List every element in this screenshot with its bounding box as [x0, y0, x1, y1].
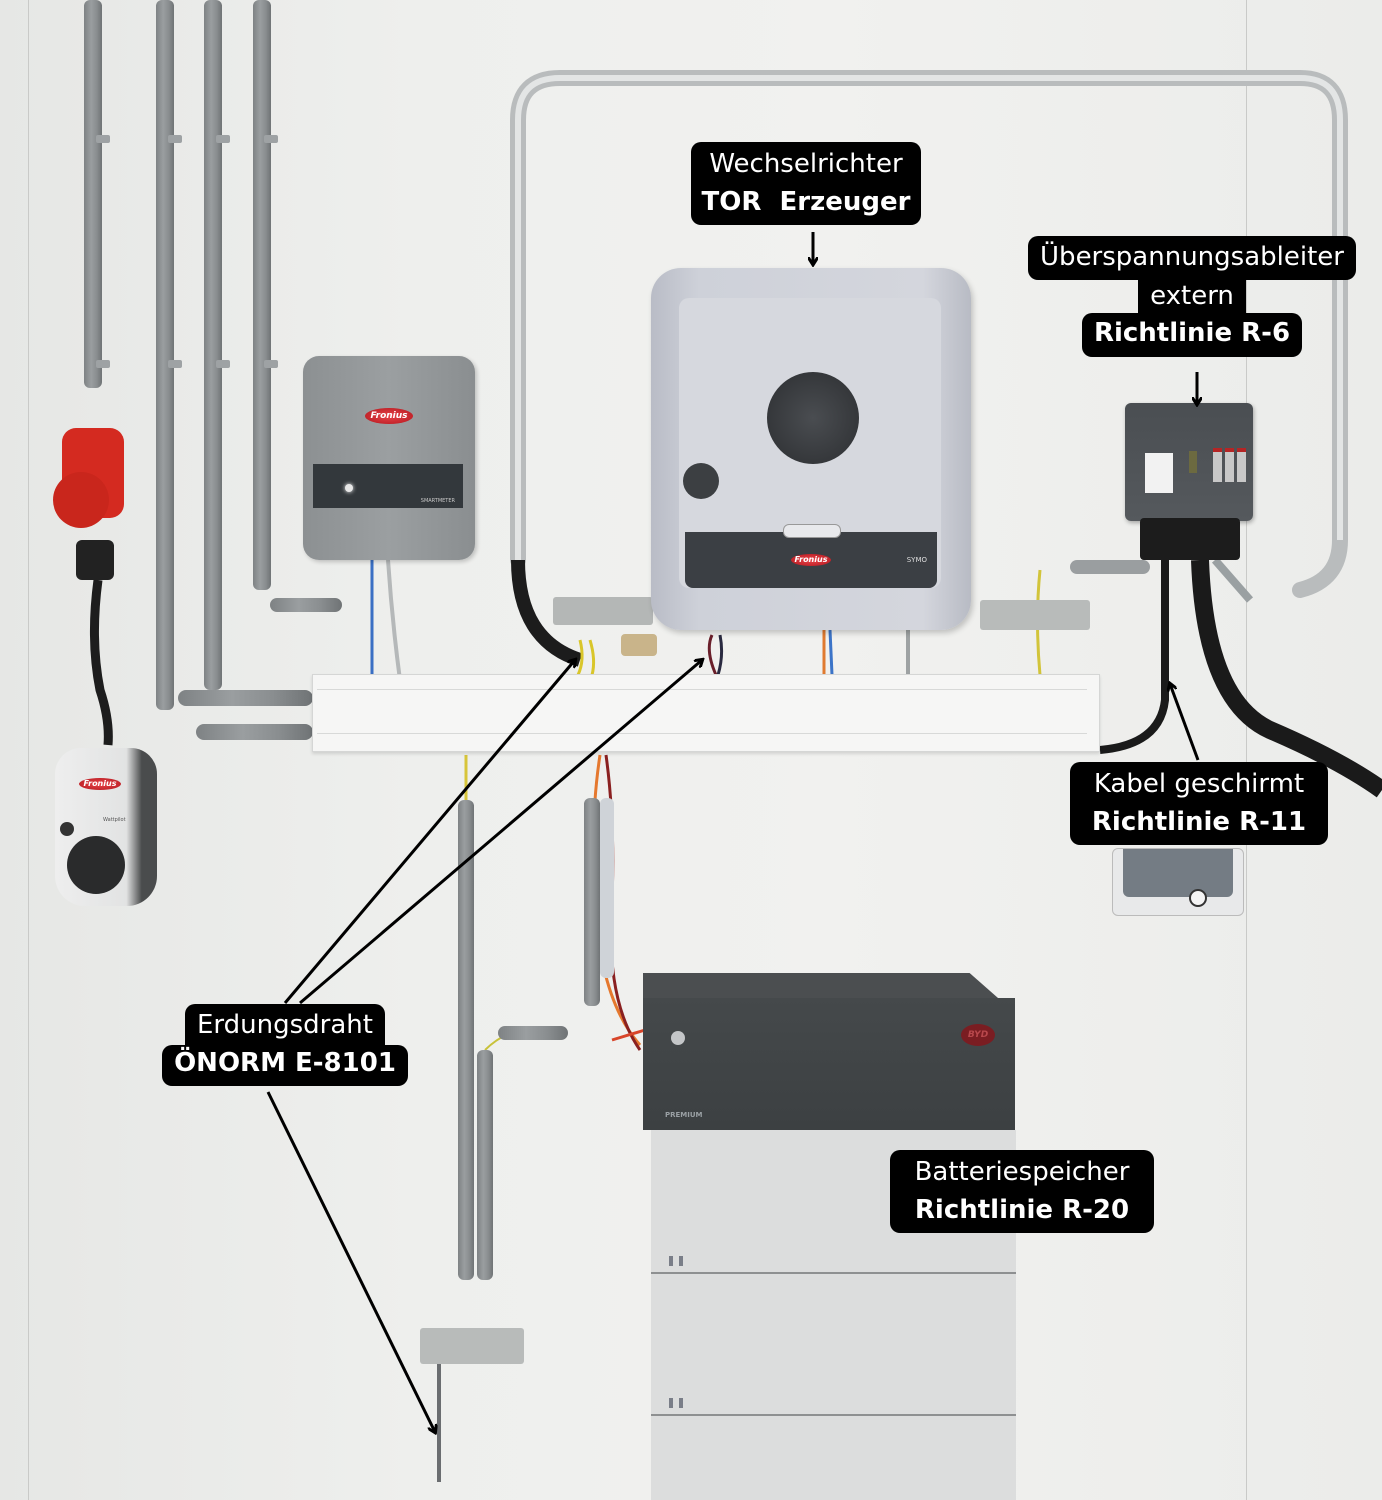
smart-meter-brand-logo: Fronius	[365, 408, 413, 424]
battery-storage: BYD PREMIUM	[641, 973, 1016, 1500]
battery-brand-logo: BYD	[961, 1024, 995, 1046]
surge-module	[1237, 448, 1246, 482]
junction-box	[980, 600, 1090, 630]
grounding-rod-wire	[437, 1364, 441, 1482]
label-battery-title: Batteriespeicher	[914, 1157, 1130, 1187]
battery-control-unit: BYD PREMIUM	[643, 998, 1015, 1130]
label-shielded-cable: Kabel geschirmt Richtlinie R-11	[1070, 762, 1328, 846]
label-grounding-wire-title: Erdungsdraht	[185, 1004, 385, 1045]
battery-module	[651, 1416, 1016, 1500]
distribution-box-latch[interactable]	[1189, 889, 1207, 907]
label-surge-arrester: Überspannungsableiter extern Richtlinie …	[1010, 236, 1374, 358]
conduit-pipe-horizontal	[196, 724, 313, 740]
label-surge-arrester-title: Überspannungsableiter	[1028, 236, 1356, 280]
battery-module	[651, 1274, 1016, 1416]
surge-arrester-datasheet	[1145, 453, 1173, 493]
surge-module	[1213, 448, 1222, 482]
inverter-brand-logo: Fronius	[791, 554, 831, 566]
label-inverter-title: Wechselrichter	[709, 149, 903, 179]
battery-power-button[interactable]	[671, 1031, 685, 1045]
pipe-clip	[168, 360, 182, 368]
cable-channel	[312, 674, 1100, 752]
cee-plug-gland	[76, 540, 114, 580]
battery-top-cover	[643, 973, 998, 998]
wallbox-model-text: Wattpilot	[103, 817, 126, 823]
wallbox-brand-logo: Fronius	[79, 778, 121, 790]
pipe-clip	[96, 360, 110, 368]
label-inverter-subtitle: TOR Erzeuger	[701, 186, 911, 217]
conduit-pipe-horizontal	[178, 690, 313, 706]
battery-module-indicator	[669, 1256, 683, 1266]
label-grounding-wire-norm: ÖNORM E-8101	[162, 1044, 408, 1087]
battery-module-indicator	[669, 1398, 683, 1408]
label-surge-arrester-extern: extern	[1138, 277, 1246, 316]
inverter-display-panel: Fronius SYMO	[685, 532, 937, 588]
junction-box	[553, 597, 653, 625]
label-surge-arrester-guideline: Richtlinie R-6	[1081, 313, 1303, 358]
wallbox-button	[60, 822, 74, 836]
grounding-terminal-block	[420, 1328, 524, 1364]
battery-model-text: PREMIUM	[665, 1111, 703, 1119]
inverter-model-text: SYMO	[906, 556, 927, 564]
label-battery-guideline: Richtlinie R-20	[914, 1194, 1130, 1225]
pipe-clip	[216, 135, 230, 143]
conduit-pipe	[584, 798, 600, 1006]
conduit-pipe-horizontal	[498, 1026, 568, 1040]
distribution-box	[1112, 848, 1244, 916]
label-grounding-wire: Erdungsdraht ÖNORM E-8101	[150, 1004, 420, 1087]
wall-panel-seam	[1246, 0, 1247, 1500]
surge-module	[1225, 448, 1234, 482]
status-led	[345, 484, 353, 492]
pipe-clip	[96, 135, 110, 143]
cable-glands	[1140, 518, 1240, 560]
conduit-pipe-horizontal	[1070, 560, 1150, 574]
surge-arrester-box	[1125, 403, 1253, 521]
wallbox-socket	[67, 836, 125, 894]
surge-protector-rod	[600, 798, 614, 978]
pipe-clip	[216, 360, 230, 368]
label-shielded-cable-title: Kabel geschirmt	[1093, 769, 1305, 799]
pipe-clip	[264, 360, 278, 368]
inverter-dc-switch[interactable]	[683, 463, 719, 499]
pipe-clip	[168, 135, 182, 143]
inverter: Fronius SYMO	[651, 268, 971, 630]
smart-meter: Fronius SMARTMETER	[303, 356, 475, 560]
pipe-clip	[264, 135, 278, 143]
label-shielded-cable-guideline: Richtlinie R-11	[1091, 806, 1307, 837]
conduit-pipe	[204, 0, 222, 690]
distribution-box-cover	[1123, 849, 1233, 897]
conduit-pipe	[84, 0, 102, 388]
grounding-clamp	[621, 634, 657, 656]
conduit-pipe	[477, 1050, 493, 1280]
conduit-pipe-horizontal	[270, 598, 342, 612]
smart-meter-model-text: SMARTMETER	[420, 498, 455, 504]
conduit-pipe	[458, 800, 474, 1280]
wallbox: Fronius Wattpilot	[55, 748, 157, 906]
cee-plug-cap	[53, 472, 109, 528]
conduit-pipe	[253, 0, 271, 590]
fuse-holder	[1189, 451, 1197, 473]
inverter-led-bar	[783, 524, 841, 538]
conduit-pipe	[156, 0, 174, 710]
smart-meter-panel: SMARTMETER	[313, 464, 463, 508]
label-inverter: Wechselrichter TOR Erzeuger	[691, 142, 921, 226]
wall-panel-seam	[28, 0, 29, 1500]
label-battery: Batteriespeicher Richtlinie R-20	[890, 1150, 1154, 1234]
inverter-fan	[767, 372, 859, 464]
